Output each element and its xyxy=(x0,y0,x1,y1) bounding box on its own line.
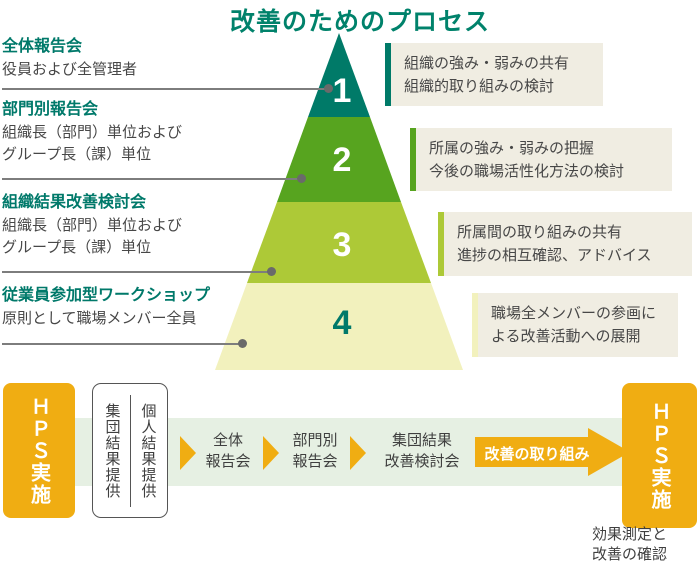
label-subtext: グループ長（課）単位 xyxy=(2,239,152,256)
connector-dot-4 xyxy=(238,339,247,348)
description-line: 今後の職場活性化方法の検討 xyxy=(429,163,625,180)
flow-step-line: 部門別 xyxy=(292,432,338,449)
flow-step-line: 報告会 xyxy=(292,453,338,470)
description-line: 組織の強み・弱みの共有 xyxy=(404,55,570,72)
end-caption-line: 効果測定と xyxy=(592,526,668,543)
pyramid-tier-3 xyxy=(247,202,431,283)
improvement-arrow: 改善の取り組み xyxy=(475,428,631,476)
pyramid-tier-3-number: 3 xyxy=(332,226,352,264)
label-heading: 従業員参加型ワークショップ xyxy=(2,287,211,304)
hps-start-label: ＨＰＳ実施 xyxy=(27,395,50,506)
description-box-3: 所属間の取り組みの共有 進捗の相互確認、アドバイス xyxy=(438,212,692,276)
results-individual-column: 個人結果提供 xyxy=(139,402,157,499)
label-workshop: 従業員参加型ワークショップ 原則として職場メンバー全員 xyxy=(2,286,210,330)
description-line: 職場全メンバーの参画に xyxy=(491,305,657,322)
pyramid-tier-1-number: 1 xyxy=(332,72,352,110)
label-subtext: 組織長（部門）単位および xyxy=(2,124,183,141)
label-soshiki-kekka-kaizen: 組織結果改善検討会 組織長（部門）単位および グループ長（課）単位 xyxy=(2,193,182,259)
label-heading: 全体報告会 xyxy=(2,38,83,55)
description-line: 所属間の取り組みの共有 xyxy=(457,224,623,241)
flow-step-line: 全体 xyxy=(212,432,243,449)
description-line: 組織的取り組みの検討 xyxy=(404,78,555,95)
results-divider xyxy=(129,394,131,507)
hps-start-box: ＨＰＳ実施 xyxy=(3,383,75,518)
page-title: 改善のためのプロセス xyxy=(229,8,491,36)
connector-line-1 xyxy=(2,84,333,93)
flow-step-zentai: 全体 報告会 xyxy=(198,430,258,472)
description-line: 進捗の相互確認、アドバイス xyxy=(457,247,652,264)
flow-step-bumonbetsu: 部門別 報告会 xyxy=(285,430,345,472)
connector-dot-3 xyxy=(267,267,276,276)
description-line: よる改善活動への展開 xyxy=(491,328,641,345)
pyramid: 1 2 3 4 xyxy=(215,33,463,370)
improvement-arrow-body xyxy=(475,437,588,467)
flow-step-line: 報告会 xyxy=(205,453,251,470)
end-caption: 効果測定と 改善の確認 xyxy=(592,525,667,565)
label-subtext: 組織長（部門）単位および xyxy=(2,217,183,234)
label-heading: 部門別報告会 xyxy=(2,101,99,118)
hps-end-box: ＨＰＳ実施 xyxy=(622,383,697,528)
improvement-arrow-label: 改善の取り組み xyxy=(484,446,590,463)
connector-line-3 xyxy=(2,267,276,276)
connector-line-4 xyxy=(2,339,247,348)
description-box-2: 所属の強み・弱みの把握 今後の職場活性化方法の検討 xyxy=(410,128,672,191)
flow-step-line: 改善検討会 xyxy=(384,453,460,470)
label-heading: 組織結果改善検討会 xyxy=(2,194,147,211)
pyramid-tier-4 xyxy=(215,283,463,370)
label-subtext: 原則として職場メンバー全員 xyxy=(2,310,197,327)
description-line: 所属の強み・弱みの把握 xyxy=(429,140,595,157)
flow-step-line: 集団結果 xyxy=(391,432,452,449)
results-group-column: 集団結果提供 xyxy=(103,402,121,499)
pyramid-tier-4-number: 4 xyxy=(332,304,352,342)
results-box: 集団結果提供 個人結果提供 xyxy=(92,383,168,518)
flow-step-shudan-kekka: 集団結果 改善検討会 xyxy=(372,430,472,472)
label-zentai-hokokukai: 全体報告会 役員および全管理者 xyxy=(2,37,137,81)
pyramid-tier-2-number: 2 xyxy=(332,141,352,179)
end-caption-line: 改善の確認 xyxy=(592,546,668,563)
hps-end-label: ＨＰＳ実施 xyxy=(648,400,670,511)
description-box-4: 職場全メンバーの参画に よる改善活動への展開 xyxy=(472,293,678,357)
connector-dot-1 xyxy=(324,84,333,93)
connector-dot-2 xyxy=(297,174,306,183)
label-subtext: グループ長（課）単位 xyxy=(2,146,152,163)
connector-line-2 xyxy=(2,174,306,183)
label-subtext: 役員および全管理者 xyxy=(2,61,138,78)
description-box-1: 組織の強み・弱みの共有 組織的取り組みの検討 xyxy=(385,43,603,106)
label-bumonbetsu-hokokukai: 部門別報告会 組織長（部門）単位および グループ長（課）単位 xyxy=(2,100,182,166)
